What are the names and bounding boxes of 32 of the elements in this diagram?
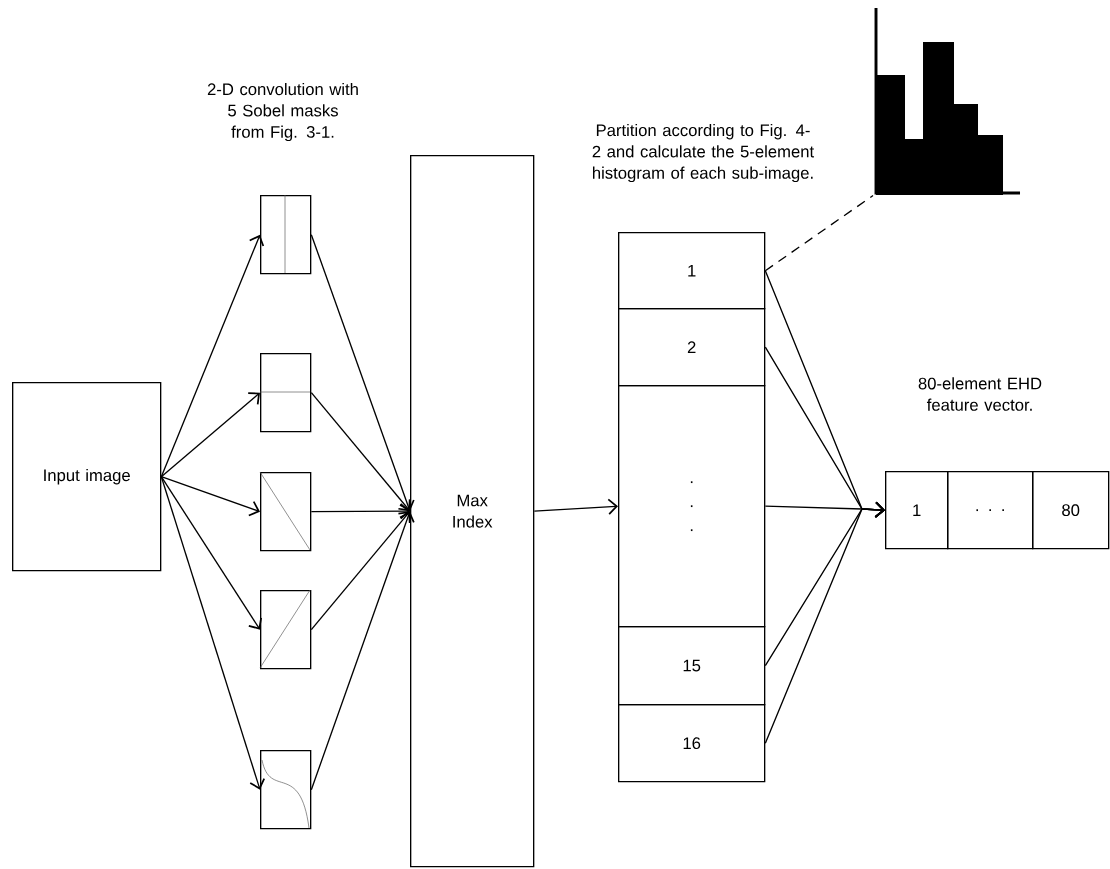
mask-box xyxy=(260,750,312,830)
mask-box xyxy=(260,194,312,275)
vector-cell: 80 xyxy=(1032,471,1110,550)
caption-text: 80-element EHD feature vector. xyxy=(918,377,1042,411)
leader-line xyxy=(764,194,874,272)
arrow xyxy=(310,511,411,631)
arrow xyxy=(160,476,260,517)
vector-cell: . . . xyxy=(947,471,1034,550)
partition-cell: . . . xyxy=(618,385,766,628)
partition-cell: 1 xyxy=(618,232,766,310)
arrow xyxy=(310,392,411,512)
process-box: Input image xyxy=(12,382,162,572)
mask-box xyxy=(259,353,312,433)
mask-box xyxy=(259,589,312,670)
caption-text: 2-D convolution with 5 Sobel masks from Fig. 3-1. xyxy=(207,82,358,142)
arrow xyxy=(764,501,885,744)
vector-cell: 1 xyxy=(885,471,949,550)
histogram-drawing xyxy=(874,8,1020,195)
arrow xyxy=(310,503,410,520)
arrow xyxy=(160,476,262,630)
mask-box xyxy=(259,471,312,552)
arrow xyxy=(160,234,265,478)
partition-cell: 2 xyxy=(618,308,766,387)
arrow xyxy=(310,234,415,512)
max-index-box: Max Index xyxy=(410,155,535,868)
arrow xyxy=(160,476,266,790)
arrow xyxy=(160,392,260,478)
partition-cell: 16 xyxy=(618,704,766,783)
caption-text: Partition according to Fig. 4-2 and calculate the 5-element histogram of each sub-image. xyxy=(592,123,815,183)
partition-cell: 15 xyxy=(618,626,766,706)
arrow xyxy=(533,498,618,515)
arrow xyxy=(310,511,415,791)
